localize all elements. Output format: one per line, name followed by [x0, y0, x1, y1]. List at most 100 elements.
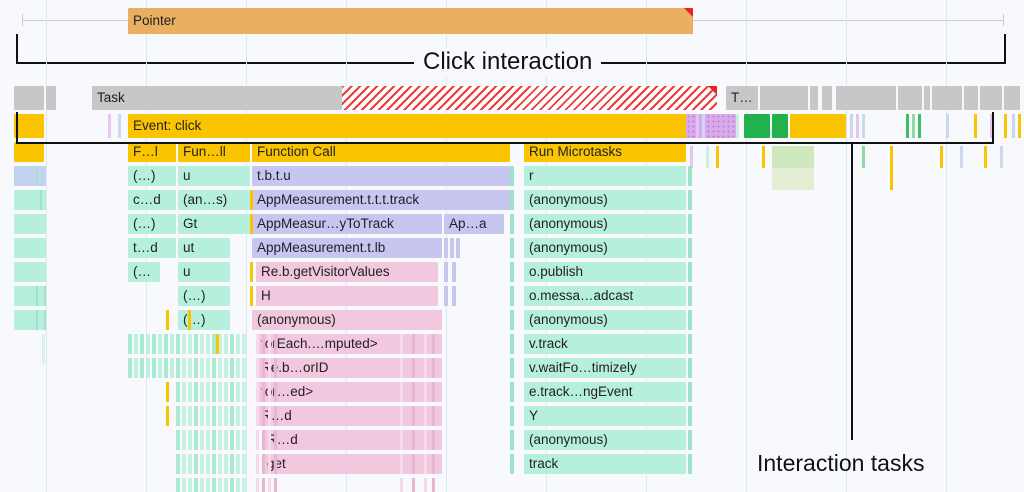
flame-bar-appmeasurement-t-lb[interactable]: AppMeasurement.t.lb [252, 238, 442, 258]
micro-event-sliver [250, 286, 253, 306]
gridline [746, 0, 747, 492]
flame-bar[interactable] [898, 86, 922, 110]
flame-bar-ap-a[interactable]: Ap…a [444, 214, 504, 234]
flame-bar[interactable] [810, 86, 818, 110]
flame-bar-t-d[interactable]: t…d [128, 238, 176, 258]
micro-event-sliver [274, 334, 277, 354]
flame-bar-re-b-getvisitorvalues[interactable]: Re.b.getVisitorValues [256, 262, 438, 282]
flame-bar[interactable] [14, 214, 46, 234]
flame-bar-u[interactable]: u [178, 262, 230, 282]
micro-event-sliver [158, 334, 162, 354]
flame-bar-v-waitfo-timizely[interactable]: v.waitFo…timizely [524, 358, 686, 378]
flame-bar-get[interactable]: get [262, 454, 442, 474]
flame-bar[interactable] [790, 114, 846, 138]
flame-bar[interactable] [14, 166, 46, 186]
flame-bar-e-track-ngevent[interactable]: e.track…ngEvent [524, 382, 686, 402]
flame-bar-ut[interactable]: ut [178, 238, 230, 258]
flame-bar[interactable] [822, 86, 832, 110]
micro-event-sliver [444, 238, 448, 258]
flame-bar-[interactable]: (…) [178, 286, 230, 306]
flame-bar-v-track[interactable]: v.track [524, 334, 686, 354]
flame-bar-foreach-mputed[interactable]: forEach.…mputed> [256, 334, 442, 354]
flame-bar[interactable] [924, 86, 930, 110]
flame-bar-function-call[interactable]: Function Call [252, 142, 510, 162]
flame-bar[interactable] [14, 238, 46, 258]
flame-bar-o-messa-adcast[interactable]: o.messa…adcast [524, 286, 686, 306]
micro-event-sliver [212, 382, 216, 402]
micro-event-sliver [268, 382, 271, 402]
micro-event-sliver [242, 334, 246, 354]
flame-bar-t-b-t-u[interactable]: t.b.t.u [252, 166, 510, 186]
flame-bar-t[interactable]: T… [726, 86, 758, 110]
flame-bar[interactable] [14, 190, 46, 210]
micro-event-sliver [236, 454, 240, 474]
flame-bar-[interactable]: (…) [128, 166, 176, 186]
flame-bar-fun-ll[interactable]: Fun…ll [178, 142, 250, 162]
flame-bar-anonymous[interactable]: (anonymous) [524, 214, 686, 234]
flame-bar[interactable] [964, 86, 978, 110]
pointer-interaction-bar[interactable]: Pointer [128, 8, 693, 34]
flame-bar-h[interactable]: H [256, 286, 438, 306]
flame-bar-anonymous[interactable]: (anonymous) [524, 238, 686, 258]
flame-bar-[interactable]: (…) [128, 214, 176, 234]
micro-event-sliver [200, 334, 204, 354]
flame-bar[interactable] [14, 86, 44, 110]
flame-bar-anonymous[interactable]: (anonymous) [524, 430, 686, 450]
flame-bar-appmeasurement-t-t-t-track[interactable]: AppMeasurement.t.t.t.track [252, 190, 510, 210]
flame-bar-an-s[interactable]: (an…s) [178, 190, 250, 210]
flame-bar[interactable] [772, 114, 788, 138]
flame-bar-label: (anonymous) [529, 312, 608, 328]
micro-event-sliver [688, 358, 692, 378]
micro-event-sliver [274, 406, 277, 426]
micro-event-sliver [188, 382, 192, 402]
flame-bar[interactable] [836, 86, 896, 110]
flame-bar-anonymous[interactable]: (anonymous) [524, 310, 686, 330]
flame-bar-run-microtasks[interactable]: Run Microtasks [524, 142, 686, 162]
micro-event-sliver [510, 286, 514, 306]
flame-bar[interactable] [744, 114, 770, 138]
flame-bar-[interactable]: (…) [178, 310, 230, 330]
flame-bar-event-click[interactable]: Event: click [128, 114, 688, 138]
micro-event-sliver [688, 238, 692, 258]
micro-event-sliver [230, 334, 234, 354]
flame-bar[interactable] [932, 86, 962, 110]
flame-bar-gt[interactable]: Gt [178, 214, 250, 234]
flame-bar-c-d[interactable]: c…d [128, 190, 176, 210]
flame-bar[interactable] [46, 86, 56, 110]
flame-bar-u[interactable]: u [178, 166, 250, 186]
micro-event-sliver [274, 454, 277, 474]
flame-bar[interactable] [760, 86, 808, 110]
flame-bar-o-publish[interactable]: o.publish [524, 262, 686, 282]
micro-event-sliver [262, 334, 265, 354]
micro-event-sliver [242, 358, 246, 378]
flame-bar-y[interactable]: Y [524, 406, 686, 426]
flame-bar-anonymous[interactable]: (anonymous) [252, 310, 442, 330]
micro-event-sliver [256, 430, 259, 450]
micro-event-sliver [200, 358, 204, 378]
flame-bar-[interactable]: (… [128, 262, 160, 282]
flame-bar-r[interactable]: r [524, 166, 686, 186]
flame-bar[interactable] [14, 310, 46, 330]
flame-bar-f-l[interactable]: F…l [128, 142, 176, 162]
flame-bar[interactable] [14, 262, 46, 282]
flame-bar[interactable] [14, 142, 44, 162]
flame-bar-r-d[interactable]: R…d [262, 430, 442, 450]
micro-event-sliver [36, 166, 38, 186]
flame-bar-re-b-orid[interactable]: Re.b…orID [256, 358, 442, 378]
micro-event-sliver [412, 478, 415, 492]
flame-bar-appmeasur-ytotrack[interactable]: AppMeasur…yToTrack [252, 214, 442, 234]
flame-bar-track[interactable]: track [524, 454, 686, 474]
flame-bar[interactable] [14, 286, 46, 306]
flame-bar[interactable] [1004, 86, 1020, 110]
flame-bar-task[interactable]: Task [92, 86, 342, 110]
micro-event-sliver [510, 430, 514, 450]
flame-bar-anonymous[interactable]: (anonymous) [524, 190, 686, 210]
micro-event-sliver [200, 478, 204, 492]
flame-bar[interactable] [342, 86, 717, 110]
flame-bar[interactable] [14, 114, 44, 138]
micro-event-sliver [206, 430, 210, 450]
flame-bar[interactable] [686, 114, 736, 138]
flame-bar[interactable] [980, 86, 1002, 110]
micro-event-sliver [206, 406, 210, 426]
micro-event-sliver [1018, 114, 1021, 138]
